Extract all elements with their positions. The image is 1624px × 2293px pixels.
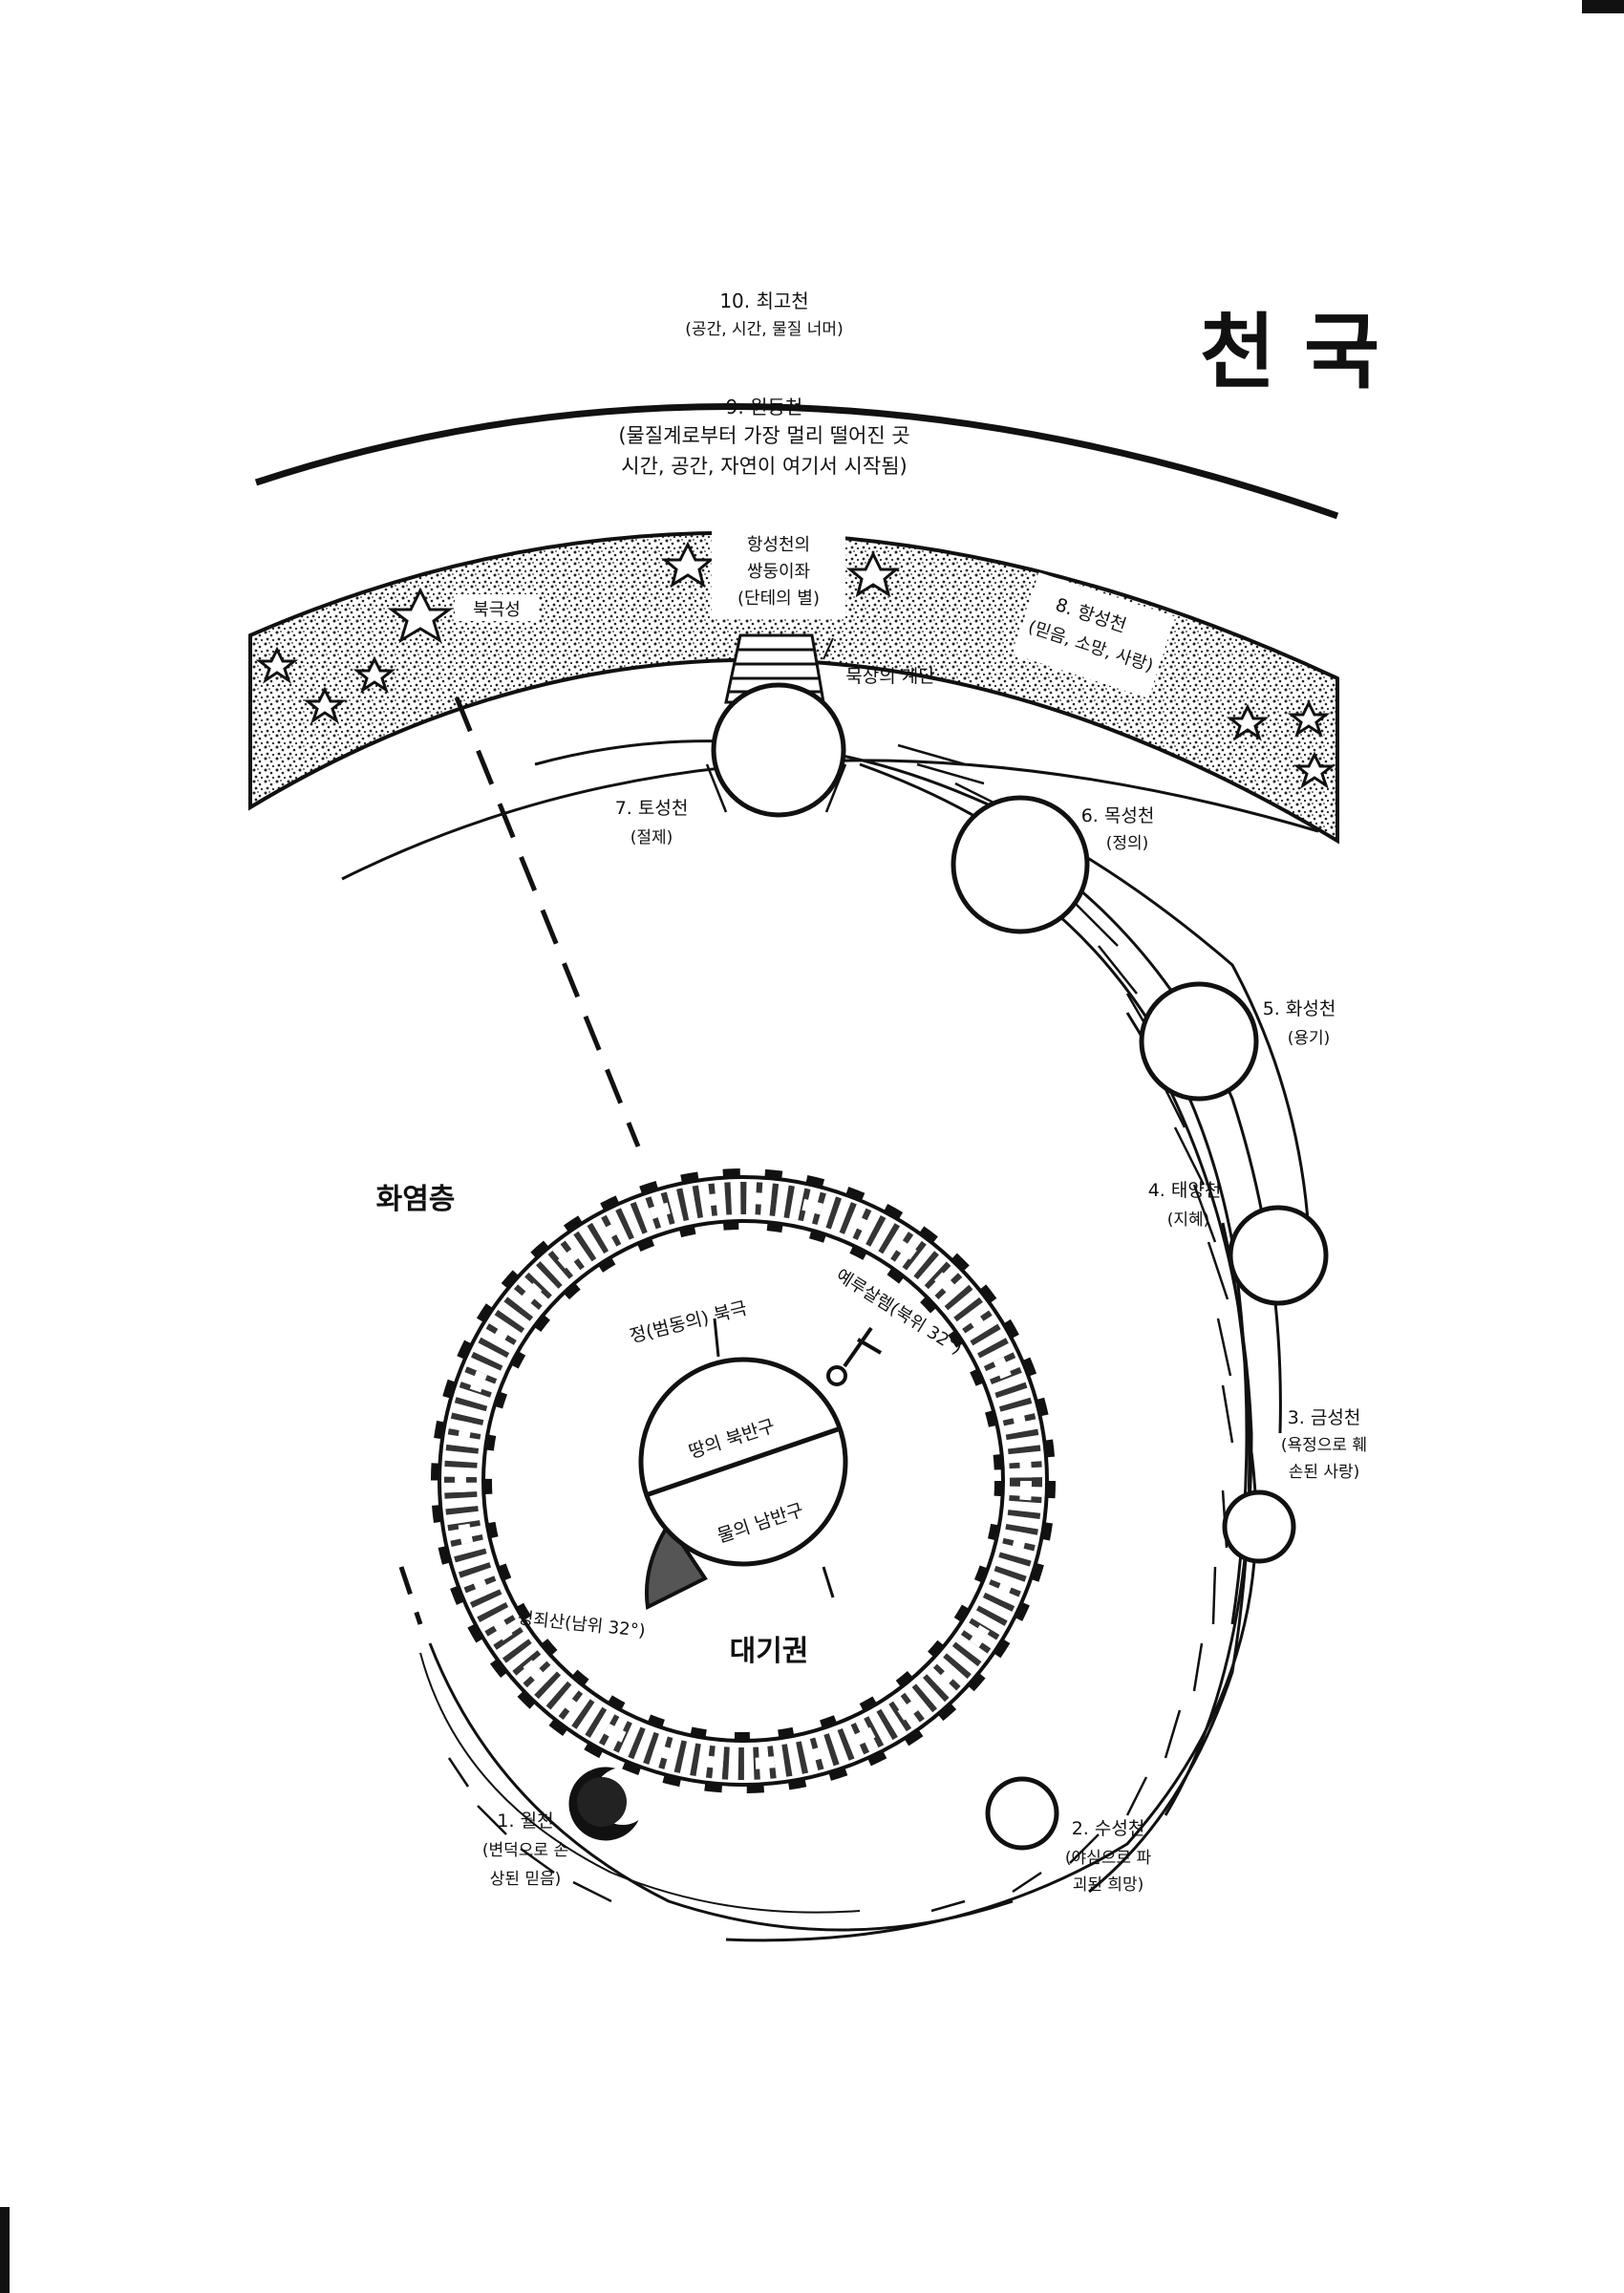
moon-label: 1. 월천	[497, 1811, 553, 1832]
primum-mobile-label: 9. 원동천	[726, 396, 803, 418]
mars-label: 5. 화성천	[1263, 998, 1336, 1019]
twins-label-2: 쌍둥이좌	[747, 562, 810, 582]
atmosphere-label: 대기권	[730, 1635, 809, 1668]
earth-axis-top	[713, 1318, 720, 1358]
saturn-planet	[711, 682, 846, 818]
ladder-label: 묵상의 계단	[845, 666, 934, 687]
page-title: 천 국	[1200, 305, 1379, 400]
venus-desc-1: (욕정으로 훼	[1281, 1436, 1367, 1455]
venus-planet	[1222, 1489, 1296, 1564]
moon-desc-2: 상된 믿음)	[490, 1870, 562, 1889]
north-pole-label: 정(범동의) 북극	[628, 1297, 749, 1347]
star-icon	[255, 646, 299, 684]
venus-desc-2: 손된 사랑)	[1289, 1463, 1360, 1482]
star-icon	[1293, 751, 1336, 789]
primum-mobile-desc-2: 시간, 공간, 자연이 여기서 시작됨)	[621, 455, 907, 478]
saturn-label: 7. 토성천	[615, 798, 689, 819]
fire-ring	[431, 1168, 1056, 1793]
star-icon	[845, 550, 901, 598]
mercury-desc-2: 괴된 희망)	[1073, 1875, 1144, 1895]
ladder	[724, 633, 825, 704]
saturn-desc: (절제)	[630, 828, 673, 847]
primum-mobile-desc-1: (물질계로부터 가장 멀리 떨어진 곳	[618, 424, 909, 447]
north-star-label: 북극성	[473, 600, 521, 620]
scan-edge-top	[1582, 0, 1624, 13]
empyrean-arc	[254, 402, 1339, 520]
fire-layer-label: 화염층	[376, 1183, 456, 1216]
equator-line	[645, 1425, 842, 1498]
star-icon	[303, 686, 347, 724]
mercury-planet	[985, 1776, 1059, 1851]
orbit-arcs	[341, 739, 1319, 1942]
jupiter-label: 6. 목성천	[1081, 805, 1155, 826]
star-icon	[1226, 703, 1270, 741]
mercury-desc-1: (야심으로 파	[1065, 1849, 1152, 1868]
stars	[255, 541, 1336, 789]
moon-shadow	[577, 1777, 627, 1827]
purgatory-mountain	[644, 1520, 708, 1611]
star-icon	[660, 541, 716, 589]
fixed-stars-label-box	[1012, 572, 1176, 698]
twins-label-3: (단테의 별)	[737, 589, 820, 609]
sun-desc: (지혜)	[1167, 1211, 1210, 1230]
mars-desc: (용기)	[1288, 1029, 1331, 1048]
scan-edge-bottom	[0, 2207, 10, 2293]
star-icon	[353, 655, 396, 694]
star-icon	[1287, 699, 1331, 738]
moon-desc-1: (변덕으로 손	[482, 1841, 568, 1860]
north-star-icon	[387, 587, 454, 644]
ladder-pointer	[823, 637, 834, 660]
earth-axis-bottom	[822, 1566, 835, 1598]
sun-label: 4. 태양천	[1148, 1180, 1222, 1201]
twins-label-box	[712, 524, 845, 619]
dashed-line-lower	[398, 1566, 423, 1625]
empyrean-desc: (공간, 시간, 물질 너머)	[685, 320, 843, 339]
mars-planet	[1139, 981, 1259, 1102]
jupiter-planet	[951, 795, 1090, 934]
sun-planet	[1228, 1205, 1329, 1306]
empyrean-label: 10. 최고천	[719, 289, 808, 312]
twins-label-1: 항성천의	[747, 535, 810, 555]
dashed-line	[454, 696, 641, 1147]
jupiter-desc: (정의)	[1106, 834, 1149, 853]
mercury-label: 2. 수성천	[1072, 1818, 1145, 1839]
cross-icon	[826, 1326, 883, 1386]
venus-label: 3. 금성천	[1288, 1407, 1361, 1428]
north-star-label-box	[455, 594, 539, 621]
